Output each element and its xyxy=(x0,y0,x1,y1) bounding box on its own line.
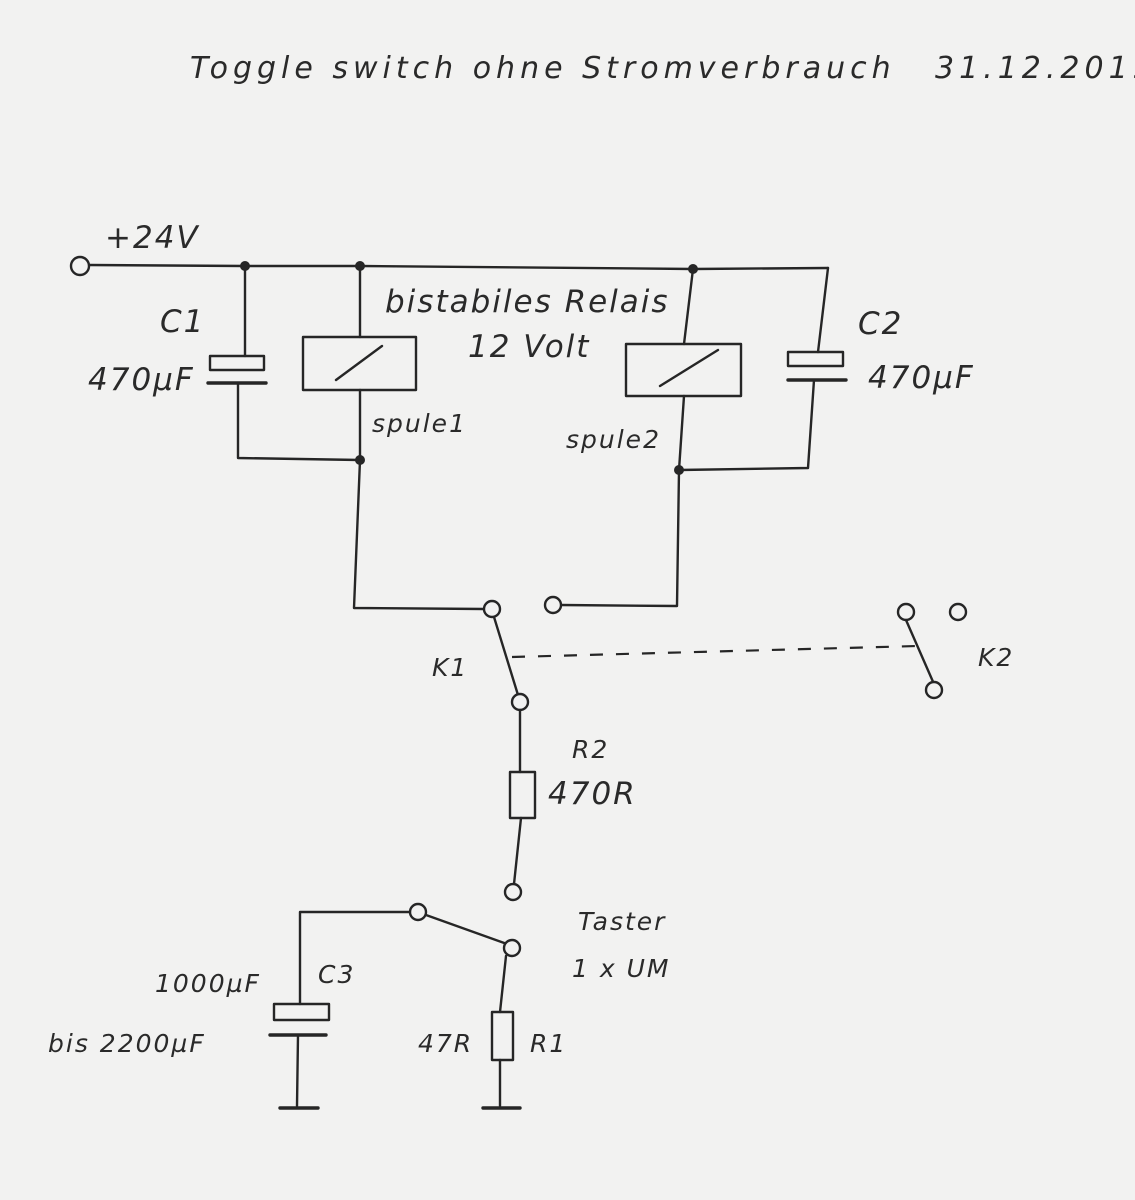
taster-type-label: 1 x UM xyxy=(572,954,670,983)
supply-rail xyxy=(69,255,830,277)
r2-terminal xyxy=(503,882,523,902)
c3-name-label: C3 xyxy=(318,960,355,989)
k1-lever xyxy=(492,615,520,697)
resistor-r1 xyxy=(481,954,522,1110)
relay-coil-1 xyxy=(301,264,486,611)
push-button-taster xyxy=(298,902,522,1006)
c2-plate-top xyxy=(786,350,845,368)
coil1-slash xyxy=(334,344,384,382)
c3-range-label: bis 2200µF xyxy=(48,1029,206,1058)
diagram-date: 31.12.2019 xyxy=(935,51,1135,86)
r2-value-label: 470R xyxy=(548,776,637,812)
k1-contact-2 xyxy=(543,595,563,615)
supply-voltage-label: +24V xyxy=(105,220,200,256)
k1-label: K1 xyxy=(432,653,468,682)
switch-k1 xyxy=(482,599,530,712)
k2-common-contact xyxy=(924,680,944,700)
mechanical-coupling-line xyxy=(511,644,919,659)
k2-label: K2 xyxy=(978,643,1014,672)
r1-name-label: R1 xyxy=(530,1029,567,1058)
c1-name-label: C1 xyxy=(160,304,205,340)
c1-value-label: 470µF xyxy=(88,362,195,398)
c3-value-label: 1000µF xyxy=(155,969,261,998)
c3-plate-top xyxy=(272,1002,331,1022)
coil2-box xyxy=(624,342,743,398)
switch-k2 xyxy=(896,602,968,700)
coil2-label: spule2 xyxy=(566,425,661,454)
k2-lever xyxy=(904,618,936,686)
taster-contact-common xyxy=(502,938,522,958)
r2-body xyxy=(508,770,537,820)
k1-contact-1 xyxy=(482,599,502,619)
c1-plate-top xyxy=(208,354,266,372)
r2-name-label: R2 xyxy=(572,735,609,764)
k2-contact-2 xyxy=(948,602,968,622)
c2-name-label: C2 xyxy=(858,306,903,342)
supply-terminal xyxy=(69,255,91,277)
r1-value-label: 47R xyxy=(418,1029,473,1058)
diagram-title: Toggle switch ohne Stromverbrauch xyxy=(190,51,896,86)
k1-common-contact xyxy=(510,692,530,712)
taster-label: Taster xyxy=(578,907,666,936)
r1-body xyxy=(490,1010,515,1062)
taster-contact-nc xyxy=(408,902,428,922)
coil2-slash xyxy=(658,348,720,388)
resistor-r2 xyxy=(503,708,537,902)
relay-voltage-label: 12 Volt xyxy=(468,329,590,365)
taster-lever xyxy=(424,913,509,946)
coil1-label: spule1 xyxy=(372,409,467,438)
c2-value-label: 470µF xyxy=(868,360,975,396)
capacitor-c3 xyxy=(268,1002,331,1110)
capacitor-c2 xyxy=(677,266,848,472)
relay-type-label: bistabiles Relais xyxy=(385,284,670,320)
k2-contact-1 xyxy=(896,602,916,622)
capacitor-c1 xyxy=(206,264,362,462)
